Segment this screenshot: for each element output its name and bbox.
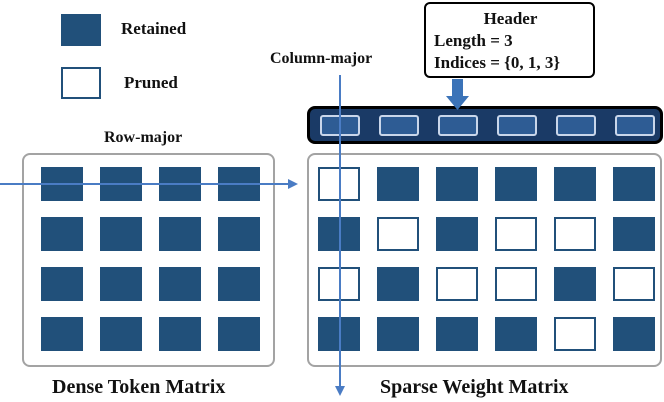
retained-cell	[436, 317, 478, 351]
retained-cell	[159, 267, 201, 301]
callout-pointer-shaft	[452, 79, 463, 98]
retained-cell	[554, 167, 596, 201]
retained-cell	[41, 317, 83, 351]
sparse-matrix-caption: Sparse Weight Matrix	[380, 376, 569, 398]
legend-pruned-swatch	[61, 67, 101, 99]
retained-cell	[159, 317, 201, 351]
pruned-cell	[554, 217, 596, 251]
dense-matrix-caption: Dense Token Matrix	[52, 376, 226, 398]
retained-cell	[218, 217, 260, 251]
pruned-cell	[613, 267, 655, 301]
header-cell	[615, 115, 655, 136]
retained-cell	[100, 317, 142, 351]
pruned-cell	[554, 317, 596, 351]
retained-cell	[100, 267, 142, 301]
pruned-cell	[495, 217, 537, 251]
header-cell	[438, 115, 478, 136]
header-cell	[497, 115, 537, 136]
row-major-label: Row-major	[104, 129, 183, 146]
retained-cell	[41, 267, 83, 301]
callout-pointer-head	[446, 96, 469, 110]
callout-title: Header	[483, 9, 538, 28]
retained-cell	[159, 217, 201, 251]
retained-cell	[377, 267, 419, 301]
retained-cell	[554, 267, 596, 301]
retained-cell	[436, 167, 478, 201]
pruned-cell	[495, 267, 537, 301]
retained-cell	[377, 167, 419, 201]
legend-retained-label: Retained	[121, 19, 187, 38]
retained-cell	[613, 317, 655, 351]
callout-indices: Indices = {0, 1, 3}	[434, 53, 561, 72]
retained-cell	[218, 267, 260, 301]
legend-retained-swatch	[61, 14, 101, 46]
pruned-cell	[436, 267, 478, 301]
legend-pruned-label: Pruned	[124, 73, 178, 92]
retained-cell	[100, 217, 142, 251]
pruned-cell	[377, 217, 419, 251]
dense-token-matrix	[22, 153, 275, 367]
callout-length: Length = 3	[434, 31, 513, 50]
retained-cell	[218, 317, 260, 351]
column-major-label: Column-major	[270, 50, 373, 67]
header-callout: Header Length = 3 Indices = {0, 1, 3}	[424, 2, 595, 78]
header-cell	[379, 115, 419, 136]
retained-cell	[613, 217, 655, 251]
retained-cell	[41, 217, 83, 251]
retained-cell	[436, 217, 478, 251]
retained-cell	[495, 167, 537, 201]
retained-cell	[613, 167, 655, 201]
retained-cell	[495, 317, 537, 351]
retained-cell	[377, 317, 419, 351]
sparse-header-bar	[307, 106, 663, 144]
header-cell	[556, 115, 596, 136]
